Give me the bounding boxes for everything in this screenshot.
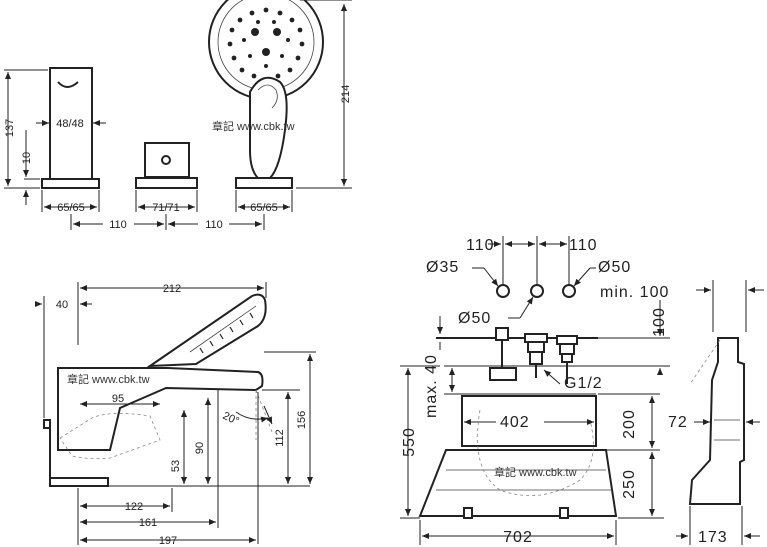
dim-max-40: max. 40 [423, 354, 440, 418]
side-spout [57, 367, 264, 451]
dim-112: 112 [274, 429, 286, 447]
dim-95: 95 [112, 393, 124, 405]
watermark-install: 章記 www.cbk.tw [494, 465, 577, 479]
dim-72: 72 [668, 414, 688, 431]
side-elevation: 212 40 95 20° 53 90 112 156 122 161 [35, 282, 316, 547]
dim-122: 122 [125, 501, 143, 513]
dim-min-100: min. 100 [600, 284, 669, 301]
dim-110-left-install: 110 [466, 237, 495, 254]
dim-90: 90 [194, 442, 206, 454]
side-hand-shower [146, 293, 267, 368]
dim-200: 200 [621, 409, 638, 439]
shower-base [235, 177, 293, 189]
thread-g12: G1/2 [564, 375, 603, 392]
dim-212: 212 [163, 283, 181, 295]
hole-middle [530, 284, 544, 298]
dim-65-65-right: 65/65 [250, 202, 278, 214]
hole-dia-35: Ø35 [426, 259, 459, 276]
install-lower-body [418, 449, 618, 517]
hole-left [496, 284, 510, 298]
dim-40: 40 [56, 299, 68, 311]
hole-dia-50-right: Ø50 [598, 259, 631, 276]
install-side-profile [688, 337, 745, 505]
dim-71-71: 71/71 [152, 202, 180, 214]
dim-550: 550 [401, 427, 418, 457]
watermark-side: 章記 www.cbk.tw [67, 372, 150, 386]
dim-110-left: 110 [109, 219, 127, 231]
dim-156: 156 [296, 411, 308, 429]
dim-197: 197 [159, 535, 177, 547]
dim-173: 173 [698, 529, 728, 546]
installation-view: 110 110 Ø35 Ø50 Ø50 min. 100 100 [400, 236, 764, 546]
shower-handle [249, 76, 288, 179]
dim-161: 161 [139, 517, 157, 529]
dim-65-65-left: 65/65 [57, 202, 85, 214]
dim-10: 10 [21, 152, 33, 164]
dim-100-install: 100 [651, 307, 668, 337]
spout-base [41, 178, 100, 189]
shower-nozzles [227, 7, 305, 79]
valve-base [135, 177, 198, 189]
watermark-top: 章記 www.cbk.tw [212, 119, 295, 133]
dim-110-right: 110 [205, 219, 223, 231]
dim-110-right-install: 110 [569, 237, 598, 254]
dim-137: 137 [4, 119, 16, 137]
install-body [461, 395, 597, 447]
dim-48-48: 48/48 [56, 118, 84, 130]
dim-53: 53 [170, 460, 182, 472]
dim-250: 250 [621, 469, 638, 499]
dim-702: 702 [503, 529, 533, 546]
dim-402: 402 [500, 414, 530, 431]
dim-214: 214 [340, 85, 352, 103]
hole-dia-50-lower: Ø50 [458, 310, 491, 327]
front-elevation: 137 10 48/48 65/65 71/71 65/65 110 110 [4, 0, 352, 231]
valve-fittings [489, 327, 578, 384]
dim-20-deg: 20° [221, 410, 241, 428]
hole-right [562, 284, 576, 298]
